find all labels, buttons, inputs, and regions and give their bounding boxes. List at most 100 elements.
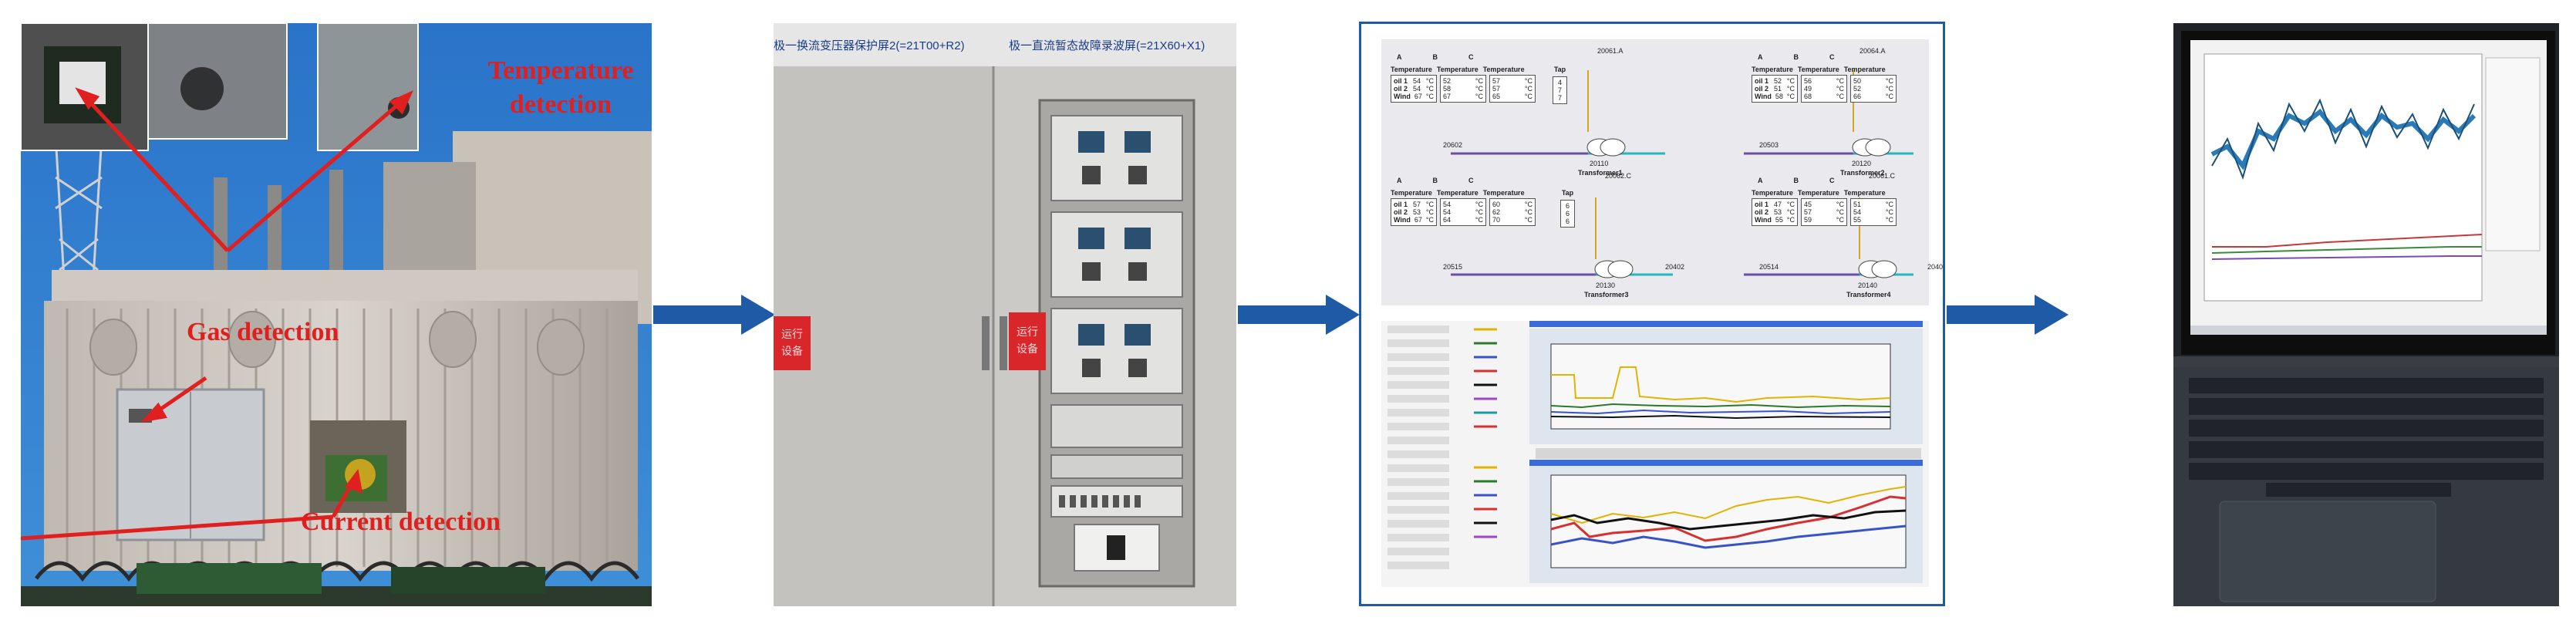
transformer-mid-id: 20140	[1858, 282, 1878, 289]
temperature-detection-label: Temperature detection	[468, 54, 652, 122]
col-temp-label-c: Temperature	[1843, 189, 1886, 197]
tap-value: 6	[1566, 202, 1570, 210]
transformer-photo-panel: Temperature detection Gas detection Curr…	[21, 23, 652, 606]
unit-label: °C	[1475, 208, 1483, 216]
transformer1-graphic	[1451, 70, 1665, 157]
transformer-left-id: 20515	[1443, 263, 1463, 271]
current-detection-label: Current detection	[301, 508, 501, 536]
tap-label: Tap	[1553, 66, 1566, 73]
running-tag-right: 运行 设备	[1009, 312, 1046, 370]
unit-label: °C	[1425, 216, 1434, 224]
cabinet-right-title: 极一直流暂态故障录波屏(=21X60+X1)	[1009, 39, 1205, 52]
unit-label: °C	[1836, 77, 1844, 85]
transformer-top-id: 20062.C	[1605, 172, 1632, 180]
col-c-label: C	[1829, 53, 1835, 61]
row-label: Wind	[1394, 93, 1411, 100]
tap-label: Tap	[1561, 189, 1574, 197]
tap-value: 7	[1558, 94, 1563, 102]
col-b-label: B	[1432, 53, 1438, 61]
row-label: oil 2	[1755, 85, 1769, 93]
row-label: oil 2	[1394, 208, 1408, 216]
col-a-label: A	[1758, 177, 1763, 184]
temperature-value: 56	[1804, 77, 1812, 85]
temperature-value: 52	[1443, 77, 1452, 85]
row-label: Wind	[1755, 216, 1772, 224]
temperature-value: 51	[1773, 85, 1782, 93]
unit-label: °C	[1425, 77, 1434, 85]
transformer3-graphic	[1451, 197, 1673, 278]
unit-label: °C	[1524, 208, 1532, 216]
transformer-top-id: 20061.A	[1597, 47, 1623, 55]
unit-label: °C	[1885, 77, 1893, 85]
unit-label: °C	[1524, 201, 1532, 208]
temperature-value: 50	[1853, 77, 1862, 85]
waveform-recorder-graphics	[1381, 321, 1929, 587]
temperature-value: 54	[1412, 77, 1421, 85]
unit-label: °C	[1524, 77, 1532, 85]
temperature-value: 67	[1414, 216, 1422, 224]
temperature-value: 54	[1853, 208, 1862, 216]
col-temp-label-b: Temperature	[1797, 66, 1839, 73]
col-temp-label-a: Temperature	[1391, 66, 1432, 73]
col-temp-label-c: Temperature	[1482, 66, 1525, 73]
transformer-name: Transformer3	[1584, 291, 1629, 299]
transformer-name: Transformer1	[1578, 169, 1623, 177]
col-temp-label-b: Temperature	[1797, 189, 1839, 197]
unit-label: °C	[1425, 208, 1434, 216]
transformer-top-id: 20061.C	[1869, 172, 1896, 180]
temperature-value: 49	[1804, 85, 1812, 93]
gas-detection-label: Gas detection	[187, 318, 339, 346]
transformer-mid-id: 20120	[1852, 160, 1872, 167]
temperature-value: 52	[1773, 77, 1782, 85]
unit-label: °C	[1786, 208, 1795, 216]
transformer2-graphic	[1744, 70, 1913, 157]
cabinet-photo	[774, 23, 1236, 606]
col-b-label: B	[1793, 53, 1799, 61]
transformer-mid-id: 20130	[1596, 282, 1616, 289]
temperature-value: 58	[1443, 85, 1452, 93]
cabinet-left-title: 极一换流变压器保护屏2(=21T00+R2)	[774, 39, 965, 52]
unit-label: °C	[1475, 201, 1483, 208]
flow-arrow-3	[1947, 295, 2069, 335]
col-temp-label-c: Temperature	[1843, 66, 1886, 73]
temperature-value: 54	[1443, 201, 1452, 208]
waveform-recorder-screen	[1381, 321, 1929, 587]
row-label: oil 1	[1394, 77, 1408, 85]
unit-label: °C	[1524, 216, 1532, 224]
transformer-name: Transformer4	[1846, 291, 1891, 299]
unit-label: °C	[1885, 85, 1893, 93]
temperature-value: 67	[1443, 93, 1452, 100]
row-label: Wind	[1394, 216, 1411, 224]
temperature-value: 70	[1492, 216, 1501, 224]
temperature-value: 66	[1853, 93, 1862, 100]
temperature-value: 54	[1443, 208, 1452, 216]
col-b-label: B	[1432, 177, 1438, 184]
temperature-value: 57	[1492, 77, 1501, 85]
transformer-left-id: 20602	[1443, 141, 1463, 149]
transformer4-graphic	[1744, 197, 1913, 278]
laptop-photo	[2173, 23, 2559, 606]
temperature-value: 67	[1414, 93, 1422, 100]
row-label: oil 1	[1394, 201, 1408, 208]
unit-label: °C	[1475, 93, 1483, 100]
tap-value: 4	[1558, 79, 1563, 86]
col-temp-label-b: Temperature	[1436, 66, 1479, 73]
col-c-label: C	[1468, 177, 1474, 184]
temperature-value: 59	[1804, 216, 1812, 224]
temperature-value: 52	[1853, 85, 1862, 93]
transformer-photo	[21, 23, 652, 606]
temperature-value: 47	[1773, 201, 1782, 208]
protection-cabinet-panel: 极一换流变压器保护屏2(=21T00+R2) 极一直流暂态故障录波屏(=21X6…	[774, 23, 1236, 606]
col-b-label: B	[1793, 177, 1799, 184]
